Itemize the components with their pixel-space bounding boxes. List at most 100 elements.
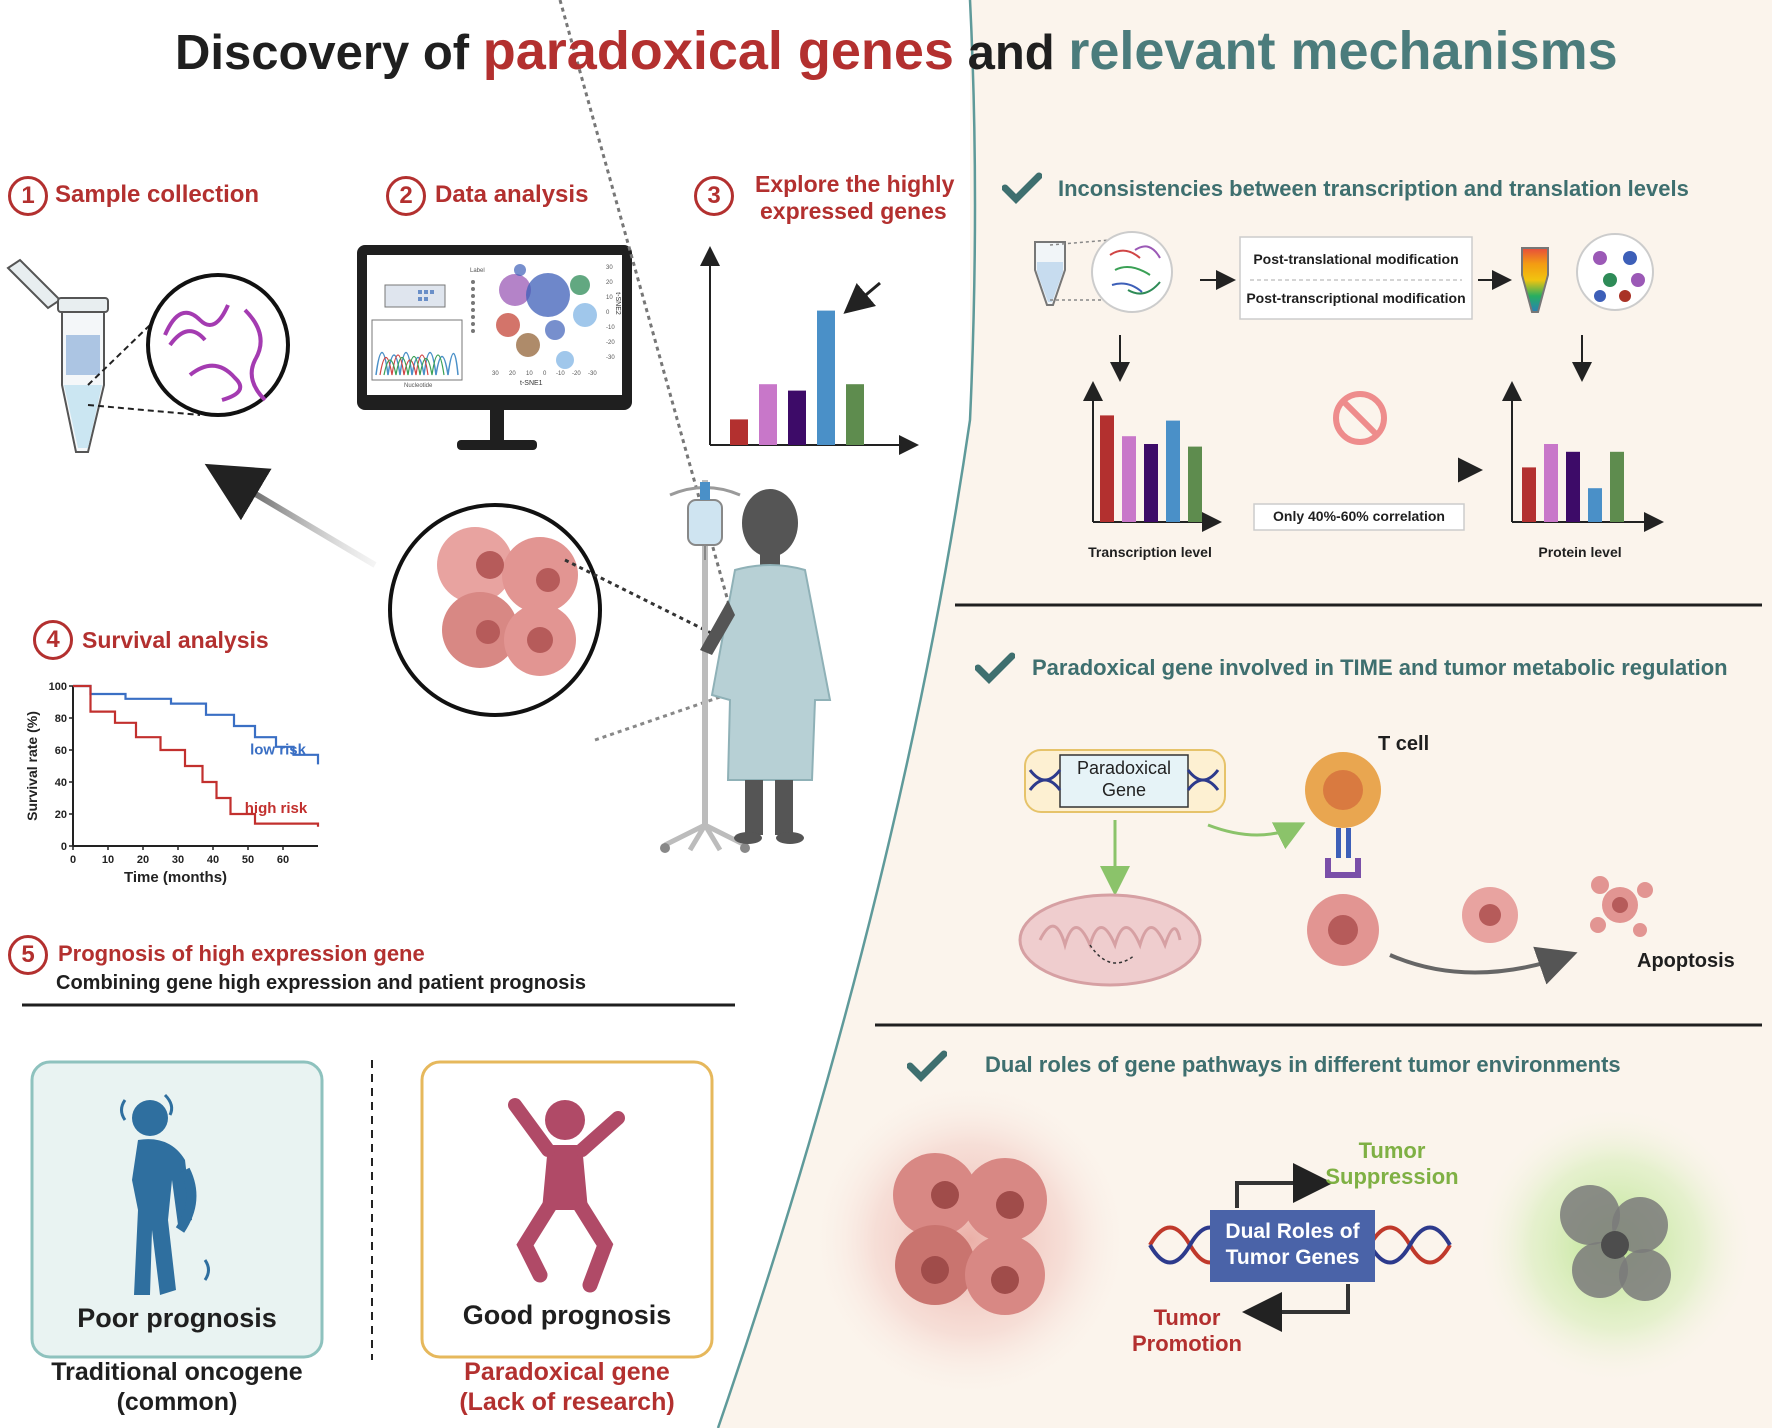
- dna-fragment: [1186, 769, 1220, 791]
- y-tick-label: 60: [55, 745, 67, 757]
- chart-bar: [1566, 451, 1580, 522]
- section1-heading: Inconsistencies between transcription an…: [1058, 176, 1689, 201]
- dna-fragment: [1028, 769, 1062, 791]
- arrow-to-suppression: [1235, 1163, 1333, 1208]
- x-tick-label: 40: [207, 854, 219, 866]
- tsne-x-tick: 0: [543, 371, 547, 377]
- tsne-x-tick: 20: [509, 371, 516, 377]
- title-part3: and: [967, 26, 1055, 80]
- protein-level-label: Protein level: [1538, 544, 1622, 560]
- rna-strands: [1109, 245, 1161, 295]
- red-glow: [810, 1080, 1130, 1400]
- step3-chart-axes: [700, 246, 919, 455]
- tsne-y-tick: -10: [606, 325, 615, 331]
- x-tick-label: 20: [137, 854, 149, 866]
- chart-bar: [1100, 415, 1114, 522]
- dna-strands: [163, 304, 267, 402]
- step2-label: Data analysis: [435, 181, 589, 208]
- tumor-cells: [437, 527, 578, 676]
- chart-bar: [846, 384, 864, 445]
- step5-number: 5: [8, 935, 48, 975]
- gene-box: [1059, 754, 1189, 808]
- step1-label: Sample collection: [55, 181, 260, 208]
- tsne-x-tick: -30: [588, 371, 597, 377]
- zoom-line: [87, 404, 201, 416]
- dead-tumor-cluster-icon: [1560, 1185, 1671, 1301]
- tsne-y-tick: -30: [606, 355, 615, 361]
- chart-bar: [759, 384, 777, 445]
- tsne-xlabel: t-SNE1: [520, 380, 543, 387]
- happy-person-icon: [508, 1098, 625, 1293]
- tsne-y-tick: -20: [606, 340, 615, 346]
- x-tick-label: 60: [277, 854, 289, 866]
- chart-bar: [1522, 467, 1536, 522]
- arrow-to-tcell: [1207, 822, 1306, 850]
- y-axis-label: Survival rate (%): [24, 711, 40, 821]
- tsne-ylabel: t-SNE2: [613, 292, 621, 315]
- title-part4: relevant mechanisms: [1068, 21, 1618, 81]
- apoptotic-cell-icon: [1590, 876, 1653, 937]
- poor-prognosis-label: Poor prognosis: [77, 1303, 277, 1333]
- panel-divider: [716, 0, 977, 1428]
- tsne-y-tick: 10: [606, 295, 613, 301]
- tsne-y-tick: 0: [606, 310, 610, 316]
- arrow-to-sample: [204, 463, 377, 568]
- section1-tube-right: [1521, 247, 1549, 313]
- x-tick-label: 10: [102, 854, 114, 866]
- chart-bar: [1588, 488, 1602, 522]
- survival-curve: [73, 684, 320, 765]
- tsne-y-tick: 20: [606, 280, 613, 286]
- chart-bar: [730, 419, 748, 445]
- step2-number: 2: [386, 176, 426, 216]
- y-tick-label: 20: [55, 809, 67, 821]
- series-label: low risk: [250, 741, 307, 758]
- mitochondria-icon: [1018, 893, 1202, 987]
- traditional-oncogene-caption: Traditional oncogene: [51, 1358, 303, 1386]
- gene-box-label: Paradoxical: [1076, 758, 1172, 778]
- title-part1: Discovery of: [175, 26, 470, 80]
- chart-bar: [1122, 436, 1136, 522]
- apoptosis-label: Apoptosis: [1637, 950, 1735, 972]
- dual-roles-label: Dual Roles of: [1225, 1220, 1360, 1243]
- promotion-label: Tumor: [1153, 1305, 1221, 1330]
- paradoxical-gene-caption: Paradoxical gene: [464, 1358, 670, 1386]
- dna-helix-right: [1368, 1225, 1452, 1265]
- transcription-level-label: Transcription level: [1088, 544, 1212, 560]
- dual-roles-label2: Tumor Genes: [1225, 1246, 1360, 1269]
- rna-zoom-circle: [1091, 231, 1173, 313]
- chart-bar: [1610, 451, 1624, 522]
- step1-number: 1: [8, 176, 48, 216]
- protein-shapes: [1593, 251, 1645, 302]
- right-panel-background: [718, 0, 1772, 1428]
- check-icon: [1002, 172, 1042, 204]
- tcell-label: T cell: [1378, 733, 1430, 755]
- suppression-label2: Suppression: [1325, 1164, 1459, 1189]
- tsne-y-tick: 30: [606, 265, 613, 271]
- step3-bar-chart: [730, 310, 864, 445]
- zoom-line: [87, 324, 151, 386]
- title-part2: paradoxical genes: [482, 21, 954, 81]
- y-tick-label: 100: [49, 681, 67, 693]
- traditional-oncogene-caption2: (common): [116, 1388, 238, 1416]
- section3-heading: Dual roles of gene pathways in different…: [985, 1052, 1621, 1077]
- promotion-label2: Promotion: [1132, 1331, 1242, 1356]
- tsne-clusters: [496, 264, 597, 369]
- step5-subtitle: Combining gene high expression and patie…: [56, 972, 587, 994]
- step5-label: Prognosis of high expression gene: [58, 941, 425, 966]
- zoom-line: [1049, 239, 1111, 246]
- protein-zoom-circle: [1576, 233, 1654, 311]
- chart-bar: [1144, 444, 1158, 522]
- tsne-x-tick: 30: [492, 371, 499, 377]
- post-translational-label: Post-translational modification: [1253, 251, 1459, 267]
- patient-figure: [700, 489, 832, 844]
- tsne-x-tick: 10: [526, 371, 533, 377]
- x-axis-label: Time (months): [124, 869, 227, 886]
- chart-bar: [817, 310, 835, 445]
- step3-label: Explore the highly: [755, 171, 955, 197]
- tsne-x-tick: -20: [572, 371, 581, 377]
- prohibited-icon: [1333, 391, 1387, 445]
- series-label: high risk: [245, 800, 308, 817]
- chart-bar: [1544, 444, 1558, 522]
